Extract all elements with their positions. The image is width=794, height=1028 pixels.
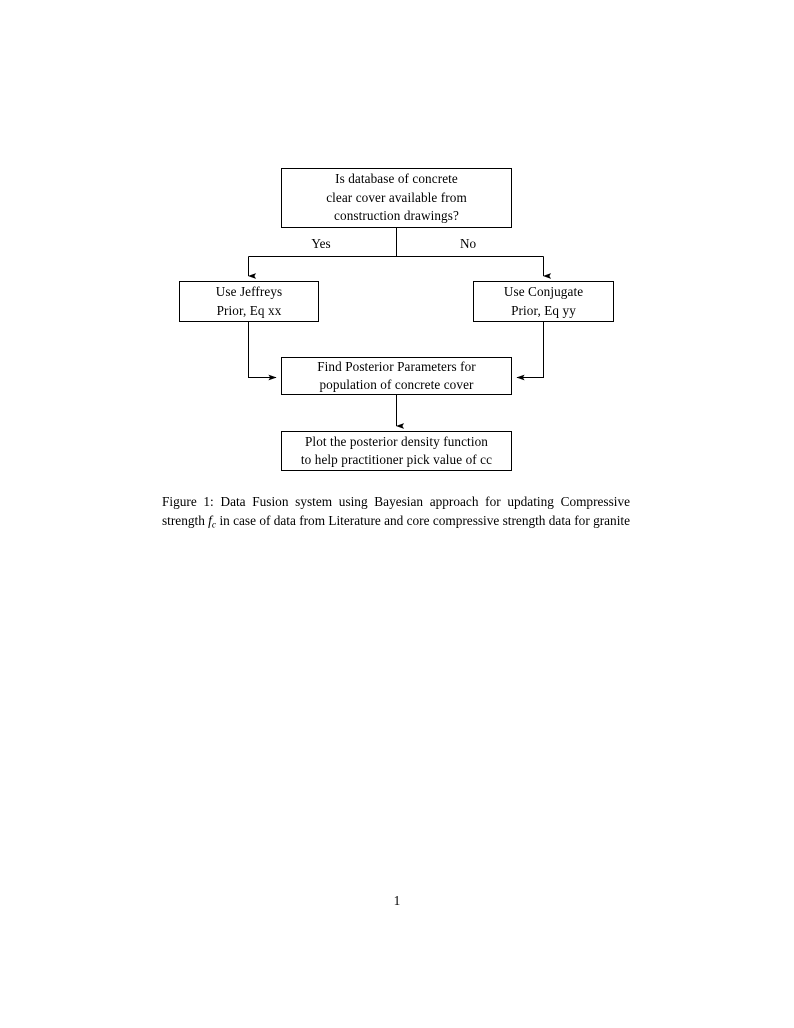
figure-caption: Figure 1: Data Fusion system using Bayes… [162,492,630,535]
connector-conjugate-to-posterior [516,322,545,381]
node-plot-line-2: to help practitioner pick value of cc [300,452,493,467]
node-find-posterior-parameters: Find Posterior Parameters for population… [281,357,512,395]
node-use-conjugate-prior: Use Conjugate Prior, Eq yy [473,281,614,322]
flowchart-connectors [247,228,552,429]
page-number: 1 [393,893,401,908]
node-decision-line-3: construction drawings? [334,208,459,224]
math-symbol-f: f [208,513,212,529]
node-posterior-line-2: population of concrete cover [319,377,474,392]
connector-jeffreys-to-posterior [247,322,277,381]
figure-caption-label: Figure 1: [162,494,214,509]
node-decision-database-available: Is database of concrete clear cover avai… [281,168,512,228]
node-conjugate-line-1: Use Conjugate [503,284,584,299]
node-plot-posterior-density: Plot the posterior density function to h… [281,431,512,471]
node-decision-line-2: clear cover available from [326,189,467,205]
node-posterior-line-1: Find Posterior Parameters for [317,358,476,374]
node-jeffreys-line-2: Prior, Eq xx [216,302,282,318]
node-plot-line-1: Plot the posterior density function [305,433,488,449]
figure-caption-text-after: in case of data from Literature and core… [219,513,631,529]
figure-caption-math-fc: fc [208,513,217,531]
node-conjugate-line-2: Prior, Eq yy [511,302,576,318]
figure-caption-text-before: Data Fusion system using Bayesian approa… [162,494,631,529]
branch-label-yes: Yes [311,236,331,251]
node-decision-line-1: Is database of concrete [335,171,458,187]
math-subscript-c: c [211,519,217,531]
node-use-jeffreys-prior: Use Jeffreys Prior, Eq xx [179,281,319,322]
node-jeffreys-line-1: Use Jeffreys [215,284,283,299]
branch-label-no: No [459,236,477,251]
